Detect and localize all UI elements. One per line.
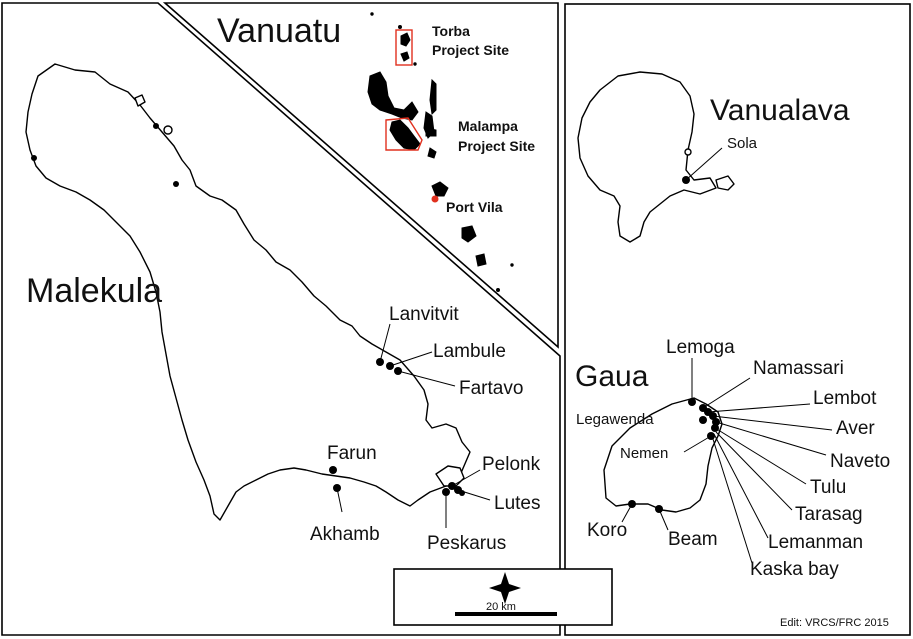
village-label-lanvitvit: Lanvitvit [389, 304, 459, 325]
inset-island-torba-2 [400, 51, 410, 62]
vanuatu-inset-frame [162, 2, 559, 349]
inset-island-ambrym [425, 127, 437, 137]
island-label-vanualava: Vanualava [710, 94, 850, 127]
malekula-islet-north [134, 94, 146, 107]
malekula-panel-frame [1, 2, 561, 636]
village-label-nemen: Nemen [620, 445, 668, 462]
port-vila-marker [431, 195, 439, 203]
village-label-tarasag: Tarasag [795, 504, 863, 525]
village-label-pelonk: Pelonk [482, 454, 541, 475]
village-label-farun: Farun [327, 443, 377, 464]
village-label-kaska-bay: Kaska bay [750, 559, 839, 580]
inset-island-torba-1 [400, 32, 411, 47]
torba-site-label-line2: Project Site [432, 42, 509, 58]
inset-island-erromango [461, 225, 477, 243]
inset-island-epi [427, 147, 437, 159]
vanuatu-inset-islands [367, 12, 514, 292]
village-label-peskarus: Peskarus [427, 533, 506, 554]
island-label-gaua: Gaua [575, 360, 649, 393]
malampa-site-box [385, 117, 423, 151]
compass-star-icon [489, 572, 521, 604]
gaua-leader-lines [621, 358, 833, 564]
village-label-beam: Beam [668, 529, 718, 550]
inset-island-efate [431, 181, 449, 197]
scale-bar [455, 612, 557, 616]
village-label-lemanman: Lemanman [768, 532, 863, 553]
village-label-lutes: Lutes [494, 493, 540, 514]
inset-island-malekula [389, 119, 421, 151]
village-label-akhamb: Akhamb [310, 524, 380, 545]
inset-island-maewo [429, 78, 437, 116]
village-label-lemoga: Lemoga [666, 337, 735, 358]
village-label-lembot: Lembot [813, 388, 877, 409]
village-label-fartavo: Fartavo [459, 378, 523, 399]
village-marker-farun [329, 466, 337, 474]
vanualava-island [577, 71, 735, 243]
gaua-island [603, 397, 723, 513]
vanualava-coastline [577, 71, 717, 243]
malekula-coastline [25, 63, 471, 521]
malampa-site-label-line2: Project Site [458, 138, 535, 154]
village-label-tulu: Tulu [810, 477, 846, 498]
village-label-legawenda: Legawenda [576, 411, 654, 428]
vanualava-islet-1 [715, 175, 735, 191]
vanualava-islet-2 [684, 148, 692, 156]
port-vila-label: Port Vila [446, 199, 503, 215]
banks-panel-frame [564, 3, 911, 636]
inset-island-tanna [475, 253, 487, 267]
map-title: Vanuatu [217, 12, 341, 50]
scale-box: 20 km [393, 568, 613, 626]
village-label-sola: Sola [727, 135, 758, 152]
inset-island-espiritu-santo [367, 71, 419, 121]
village-label-namassari: Namassari [753, 358, 844, 379]
scale-label: 20 km [486, 601, 516, 613]
village-label-lambule: Lambule [433, 341, 506, 362]
coast-point-2 [173, 181, 179, 187]
credit-label: Edit: VRCS/FRC 2015 [780, 617, 889, 629]
gaua-coastline [603, 397, 723, 513]
island-label-malekula: Malekula [26, 272, 162, 310]
coast-point-3 [153, 123, 159, 129]
malekula-islet-east [435, 465, 465, 487]
village-label-koro: Koro [587, 520, 627, 541]
torba-site-box [395, 29, 413, 66]
coast-point-1 [31, 155, 37, 161]
malekula-leader-lines [336, 323, 491, 528]
village-marker-legawenda [699, 416, 707, 424]
malampa-site-label-line1: Malampa [458, 118, 518, 134]
malekula-island [25, 63, 471, 521]
village-label-naveto: Naveto [830, 451, 890, 472]
malekula-islet-small [163, 125, 173, 135]
village-label-aver: Aver [836, 418, 875, 439]
torba-site-label-line1: Torba [432, 23, 470, 39]
